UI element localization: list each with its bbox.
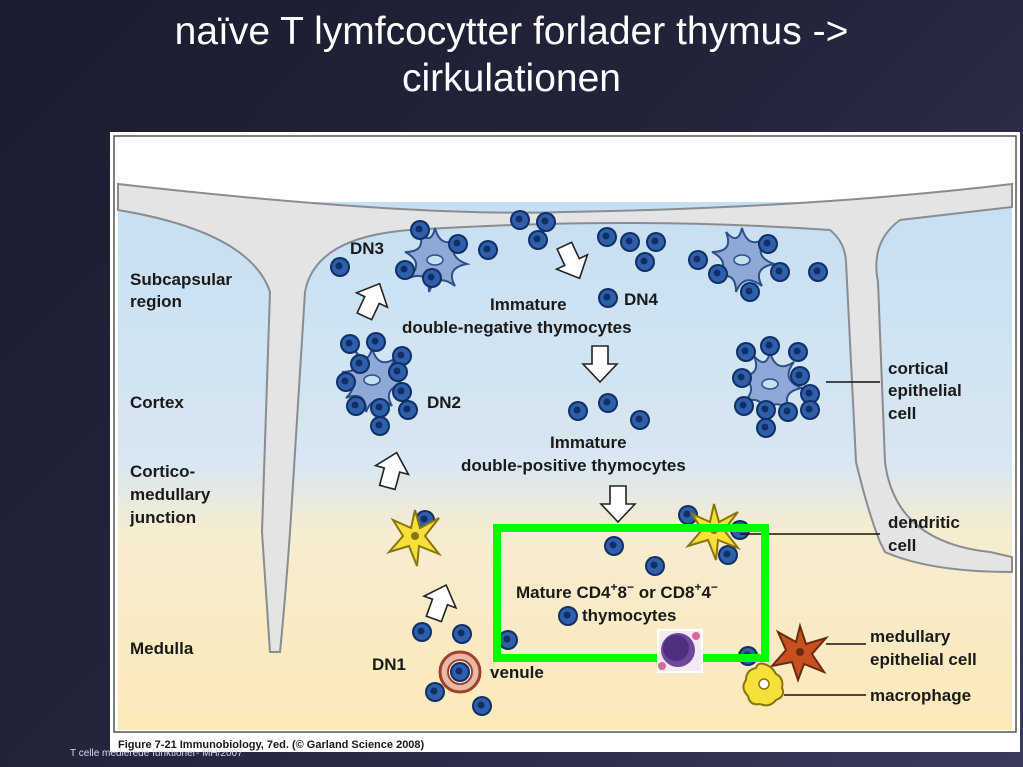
mature-part-d: 4 bbox=[701, 583, 711, 602]
label-dn1: DN1 bbox=[372, 655, 406, 674]
label-dn3: DN3 bbox=[350, 239, 384, 258]
label-cortex: Cortex bbox=[130, 393, 184, 412]
label-venule: venule bbox=[490, 663, 544, 682]
title-line-1: naïve T lymfcocytter forlader thymus -> bbox=[174, 10, 849, 53]
label-cortical: cortical bbox=[888, 359, 948, 378]
capsule-trabeculae bbox=[117, 182, 1013, 653]
label-cortico: Cortico- bbox=[130, 462, 195, 481]
label-junction: junction bbox=[129, 508, 196, 527]
mature-sup-a: + bbox=[610, 580, 617, 594]
label-immature-dp: Immature bbox=[550, 433, 627, 452]
venule bbox=[438, 650, 482, 694]
label-medullary: medullary bbox=[130, 485, 211, 504]
thymus-figure: Subcapsular region Cortex Cortico- medul… bbox=[110, 132, 1020, 752]
label-dendritic: dendritic bbox=[888, 513, 960, 532]
slide-footer: T celle medierede funktioner- MH/2007 bbox=[70, 748, 243, 759]
mature-sup-c: + bbox=[694, 580, 701, 594]
label-dendritic-cell: cell bbox=[888, 536, 916, 555]
mature-sup-d: − bbox=[711, 580, 718, 594]
title-line-2: cirkulationen bbox=[402, 57, 621, 100]
label-mature: Mature CD4+8− or CD8+4− bbox=[516, 580, 718, 602]
label-thymocytes: thymocytes bbox=[582, 606, 676, 625]
label-dn4: DN4 bbox=[624, 290, 659, 309]
lymphocyte-micrograph bbox=[657, 629, 703, 673]
figure-caption: Figure 7-21 Immunobiology, 7ed. (© Garla… bbox=[118, 739, 425, 751]
label-subcapsular: Subcapsular bbox=[130, 270, 232, 289]
label-macrophage: macrophage bbox=[870, 686, 971, 705]
mature-part-b: 8 bbox=[617, 583, 626, 602]
slide-title: naïve T lymfcocytter forlader thymus -> … bbox=[0, 8, 1023, 102]
mature-sup-b: − bbox=[627, 580, 634, 594]
macrophage bbox=[742, 662, 785, 707]
dendritic-cell-left bbox=[385, 509, 443, 567]
label-immature-dn: Immature bbox=[490, 295, 567, 314]
label-medullary: medullary bbox=[870, 627, 951, 646]
label-region: region bbox=[130, 292, 182, 311]
mature-part-c: or CD8 bbox=[634, 583, 694, 602]
thymus-diagram: Subcapsular region Cortex Cortico- medul… bbox=[113, 135, 1017, 751]
label-cortical-cell: cell bbox=[888, 404, 916, 423]
label-double-positive: double-positive thymocytes bbox=[461, 456, 686, 475]
highlight-box bbox=[493, 524, 769, 662]
mature-part-a: Mature CD4 bbox=[516, 583, 611, 602]
label-double-negative: double-negative thymocytes bbox=[402, 318, 632, 337]
medullary-epithelial-cell bbox=[769, 622, 830, 683]
label-dn2: DN2 bbox=[427, 393, 461, 412]
label-medullary-epithelial: epithelial cell bbox=[870, 650, 977, 669]
label-medulla: Medulla bbox=[130, 639, 194, 658]
label-cortical-epithelial: epithelial bbox=[888, 381, 962, 400]
